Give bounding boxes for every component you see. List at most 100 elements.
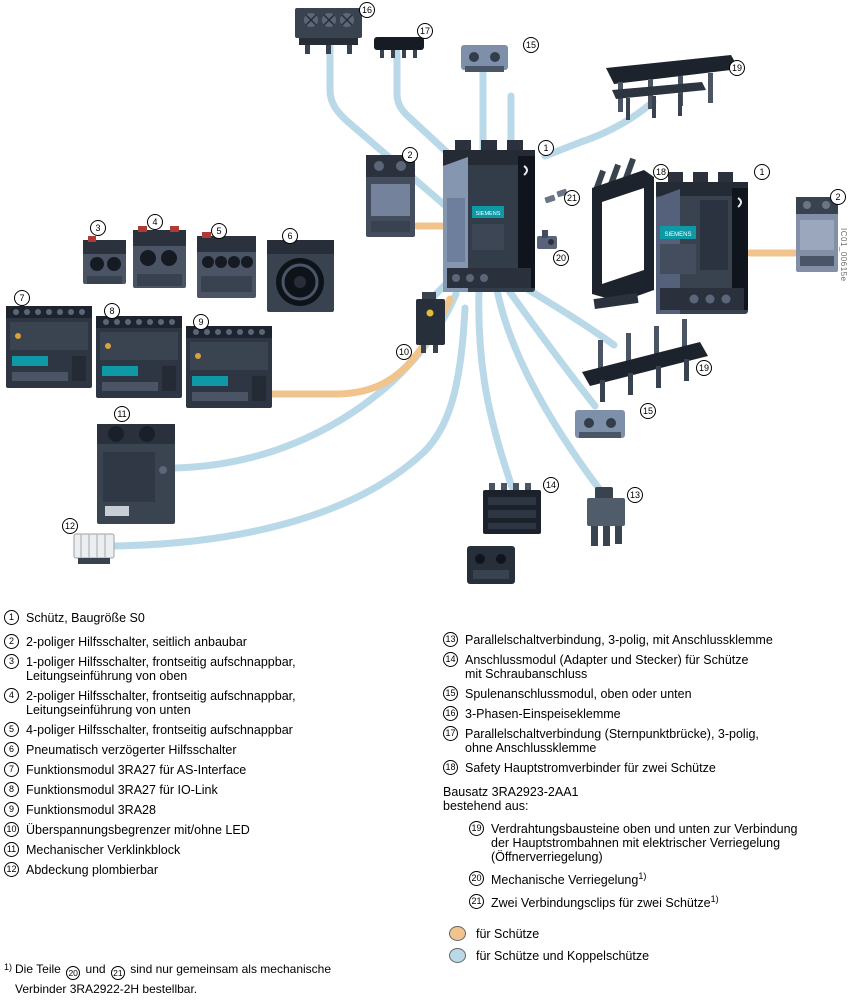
legend-item-text: 3-Phasen-Einspeiseklemme (465, 707, 621, 721)
legend-item-text: Parallelschaltverbindung (Sternpunktbrüc… (465, 727, 759, 755)
footnote-ref: 1) (710, 894, 719, 905)
legend-item-15: 15 Spulenanschlussmodul, oben oder unten (443, 686, 845, 701)
callout-1-right: 1 (754, 164, 770, 180)
callout-14: 14 (543, 477, 559, 493)
legend-item-2: 2 2-poliger Hilfsschalter, seitlich anba… (4, 634, 434, 649)
footnote-ref: 1) (638, 871, 647, 881)
item-number-badge: 12 (4, 862, 19, 877)
component-7-function-module (6, 306, 92, 388)
item-number-badge: 21 (469, 894, 484, 910)
component-2-aux-switch-left (366, 155, 415, 237)
callout-15-bottom: 15 (640, 403, 656, 419)
item-number-badge: 2 (4, 634, 19, 649)
legend-item-17: 17 Parallelschaltverbindung (Sternpunktb… (443, 726, 845, 755)
component-1-contactor-center: SIEMENS (443, 140, 535, 292)
component-16-feed-terminal (295, 8, 362, 54)
legend-item-text: Parallelschaltverbindung, 3-polig, mit A… (465, 633, 773, 647)
legend-item-text: Schütz, Baugröße S0 (26, 611, 145, 625)
component-11-latching-block (97, 424, 175, 524)
callout-3: 3 (90, 220, 106, 236)
color-legend-row: für Schütze und Koppelschütze (449, 948, 845, 964)
component-8-function-module (96, 316, 182, 398)
item-number-badge: 7 (4, 762, 19, 777)
brand-label: SIEMENS (664, 232, 691, 238)
legend-item-text: Verdrahtungsbausteine oben und unten zur… (491, 822, 798, 864)
legend-item-8: 8 Funktionsmodul 3RA27 für IO-Link (4, 782, 434, 797)
legend-item-text: Mechanische Verriegelung1) (491, 871, 647, 888)
callout-19-top: 19 (729, 60, 745, 76)
legend-item-10: 10 Überspannungsbegrenzer mit/ohne LED (4, 822, 434, 837)
callout-5: 5 (211, 223, 227, 239)
legend-item-9: 9 Funktionsmodul 3RA28 (4, 802, 434, 817)
component-15-coil-module-bottom (575, 410, 625, 438)
color-legend-label: für Schütze und Koppelschütze (476, 948, 650, 963)
legend-item-21: 21 Zwei Verbindungsclips für zwei Schütz… (469, 894, 845, 910)
legend-item-14: 14 Anschlussmodul (Adapter und Stecker) … (443, 652, 845, 681)
component-19-busbar-top (606, 55, 739, 120)
component-13-parallel-connector (587, 487, 625, 546)
item-number-badge: 16 (443, 706, 458, 721)
callout-2-right: 2 (830, 189, 846, 205)
item-number-badge: 18 (443, 760, 458, 775)
item-number-badge: 14 (443, 652, 458, 667)
item-number-badge: 1 (4, 610, 19, 625)
color-legend: für Schütze für Schütze und Koppelschütz… (443, 926, 845, 964)
item-number-badge: 17 (443, 726, 458, 741)
callout-8: 8 (104, 303, 120, 319)
item-number-badge: 9 (4, 802, 19, 817)
component-14-adapter-module (467, 483, 541, 584)
legend-item-text: Anschlussmodul (Adapter und Stecker) für… (465, 653, 749, 681)
component-15-coil-module-top (461, 45, 508, 72)
callout-18: 18 (653, 164, 669, 180)
legend-item-text: Funktionsmodul 3RA27 für IO-Link (26, 783, 218, 797)
item-number-badge: 6 (4, 742, 19, 757)
component-2-aux-switch-right (796, 197, 838, 272)
callout-11: 11 (114, 406, 130, 422)
item-number-badge: 20 (66, 966, 81, 981)
legend-item-13: 13 Parallelschaltverbindung, 3-polig, mi… (443, 632, 845, 647)
item-number-badge: 3 (4, 654, 19, 669)
callout-1-center: 1 (538, 140, 554, 156)
footnote: 1) Die Teile 20 und 21 sind nur gemeinsa… (4, 960, 394, 999)
color-legend-row: für Schütze (449, 926, 845, 942)
legend-column-left: 1 Schütz, Baugröße S0 2 2-poliger Hilfss… (4, 610, 434, 882)
component-5-aux-switch (197, 232, 256, 298)
callout-7: 7 (14, 290, 30, 306)
component-17-star-bridge (374, 37, 424, 58)
item-number-badge: 15 (443, 686, 458, 701)
legend-item-3: 3 1-poliger Hilfsschalter, frontseitig a… (4, 654, 434, 683)
callout-6: 6 (282, 228, 298, 244)
component-4-aux-switch (133, 226, 186, 288)
legend-item-text: 2-poliger Hilfsschalter, frontseitig auf… (26, 689, 296, 717)
component-12-seal-cover (73, 533, 115, 564)
bausatz-title: Bausatz 3RA2923-2AA1 bestehend aus: (443, 785, 579, 813)
component-6-pneumatic-switch (267, 240, 334, 312)
legend-item-1: 1 Schütz, Baugröße S0 (4, 610, 434, 625)
legend-item-5: 5 4-poliger Hilfsschalter, frontseitig a… (4, 722, 434, 737)
item-number-badge: 10 (4, 822, 19, 837)
legend-item-text: Abdeckung plombierbar (26, 863, 159, 877)
diagram-canvas: SIEMENS (6, 8, 838, 584)
component-18-safety-connector (592, 157, 654, 310)
legend-item-text: Safety Hauptstromverbinder für zwei Schü… (465, 761, 716, 775)
callout-2-left: 2 (402, 147, 418, 163)
footnote-text: Die Teile 20 und 21 sind nur gemeinsam a… (15, 962, 331, 997)
item-number-badge: 5 (4, 722, 19, 737)
legend-item-text: Zwei Verbindungsclips für zwei Schütze1) (491, 894, 719, 911)
item-number-badge: 13 (443, 632, 458, 647)
legend-item-18: 18 Safety Hauptstromverbinder für zwei S… (443, 760, 845, 775)
component-3-aux-switch (83, 236, 126, 284)
legend-item-text: Spulenanschlussmodul, oben oder unten (465, 687, 692, 701)
callout-20: 20 (553, 250, 569, 266)
legend-item-text: 1-poliger Hilfsschalter, frontseitig auf… (26, 655, 296, 683)
legend-item-text: Funktionsmodul 3RA28 (26, 803, 156, 817)
callout-21: 21 (564, 190, 580, 206)
watermark-text: IC01_00615e (839, 228, 848, 282)
callout-13: 13 (627, 487, 643, 503)
callout-16: 16 (359, 2, 375, 18)
footnote-marker: 1) (4, 962, 13, 972)
bausatz-items: 19 Verdrahtungsbausteine oben und unten … (443, 821, 845, 910)
legend-column-right: 13 Parallelschaltverbindung, 3-polig, mi… (443, 632, 845, 970)
component-9-function-module (186, 326, 272, 408)
item-number-badge: 11 (4, 842, 19, 857)
